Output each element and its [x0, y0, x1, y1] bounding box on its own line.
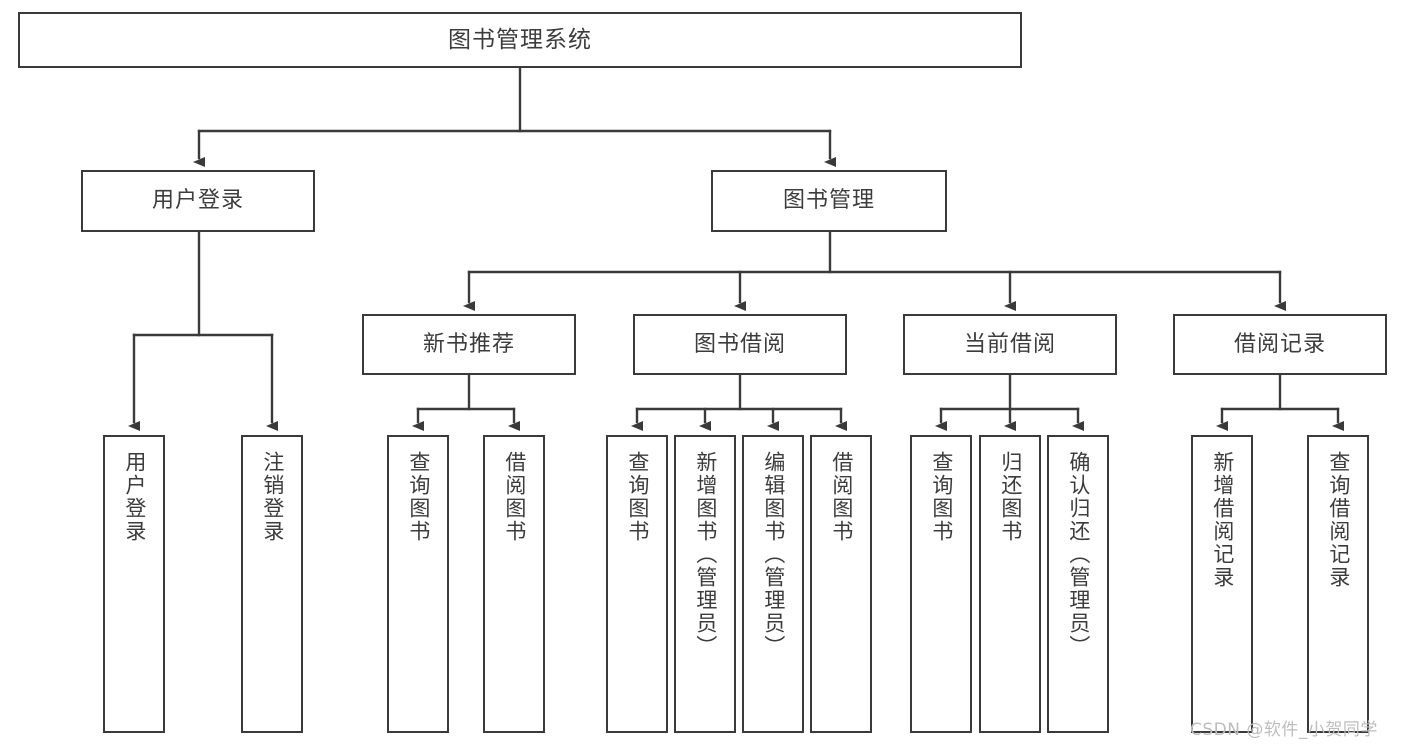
node-label: 借阅记录	[1233, 331, 1326, 357]
leaf-record-query-record[interactable]: 查询借阅记录	[1307, 435, 1369, 733]
node-label: 注销登录	[260, 451, 285, 543]
leaf-current-query-book[interactable]: 查询图书	[910, 435, 972, 733]
node-label: 新增图书（管理员）	[693, 451, 718, 658]
leaf-borrow-add-book-admin[interactable]: 新增图书（管理员）	[674, 435, 736, 733]
leaf-recommend-borrow-book[interactable]: 借阅图书	[483, 435, 545, 733]
leaf-borrow-edit-book-admin[interactable]: 编辑图书（管理员）	[742, 435, 804, 733]
node-current-borrow[interactable]: 当前借阅	[903, 314, 1117, 375]
node-label: 查询图书	[929, 451, 954, 543]
node-label: 用户登录	[151, 188, 244, 213]
node-book-borrow[interactable]: 图书借阅	[633, 314, 847, 375]
node-user-login[interactable]: 用户登录	[81, 170, 315, 232]
node-label: 查询图书	[625, 451, 650, 543]
node-label: 借阅图书	[502, 451, 527, 543]
node-label: 用户登录	[122, 451, 147, 543]
csdn-watermark: CSDN @软件_小贺同学	[1190, 720, 1378, 740]
node-label: 确认归还（管理员）	[1066, 451, 1091, 658]
node-label: 借阅图书	[829, 451, 854, 543]
node-label: 图书管理系统	[448, 26, 592, 53]
node-new-book-recommend[interactable]: 新书推荐	[362, 314, 576, 375]
node-label: 归还图书	[998, 451, 1023, 543]
node-label: 查询借阅记录	[1326, 451, 1351, 589]
node-borrow-record[interactable]: 借阅记录	[1173, 314, 1387, 375]
node-root-system[interactable]: 图书管理系统	[18, 12, 1022, 68]
leaf-borrow-borrow-book[interactable]: 借阅图书	[810, 435, 872, 733]
node-label: 当前借阅	[963, 331, 1056, 357]
leaf-recommend-query-book[interactable]: 查询图书	[387, 435, 449, 733]
leaf-record-add-record[interactable]: 新增借阅记录	[1191, 435, 1253, 733]
node-label: 查询图书	[406, 451, 431, 543]
leaf-current-confirm-return-admin[interactable]: 确认归还（管理员）	[1047, 435, 1109, 733]
leaf-user-login-login[interactable]: 用户登录	[103, 435, 165, 733]
leaf-borrow-query-book[interactable]: 查询图书	[606, 435, 668, 733]
node-label: 新增借阅记录	[1210, 451, 1235, 589]
node-label: 编辑图书（管理员）	[761, 451, 786, 658]
leaf-user-login-logout[interactable]: 注销登录	[241, 435, 303, 733]
leaf-current-return-book[interactable]: 归还图书	[979, 435, 1041, 733]
node-label: 图书管理	[782, 188, 875, 213]
node-label: 新书推荐	[422, 331, 515, 357]
node-label: 图书借阅	[693, 331, 786, 357]
node-book-management[interactable]: 图书管理	[711, 170, 947, 232]
